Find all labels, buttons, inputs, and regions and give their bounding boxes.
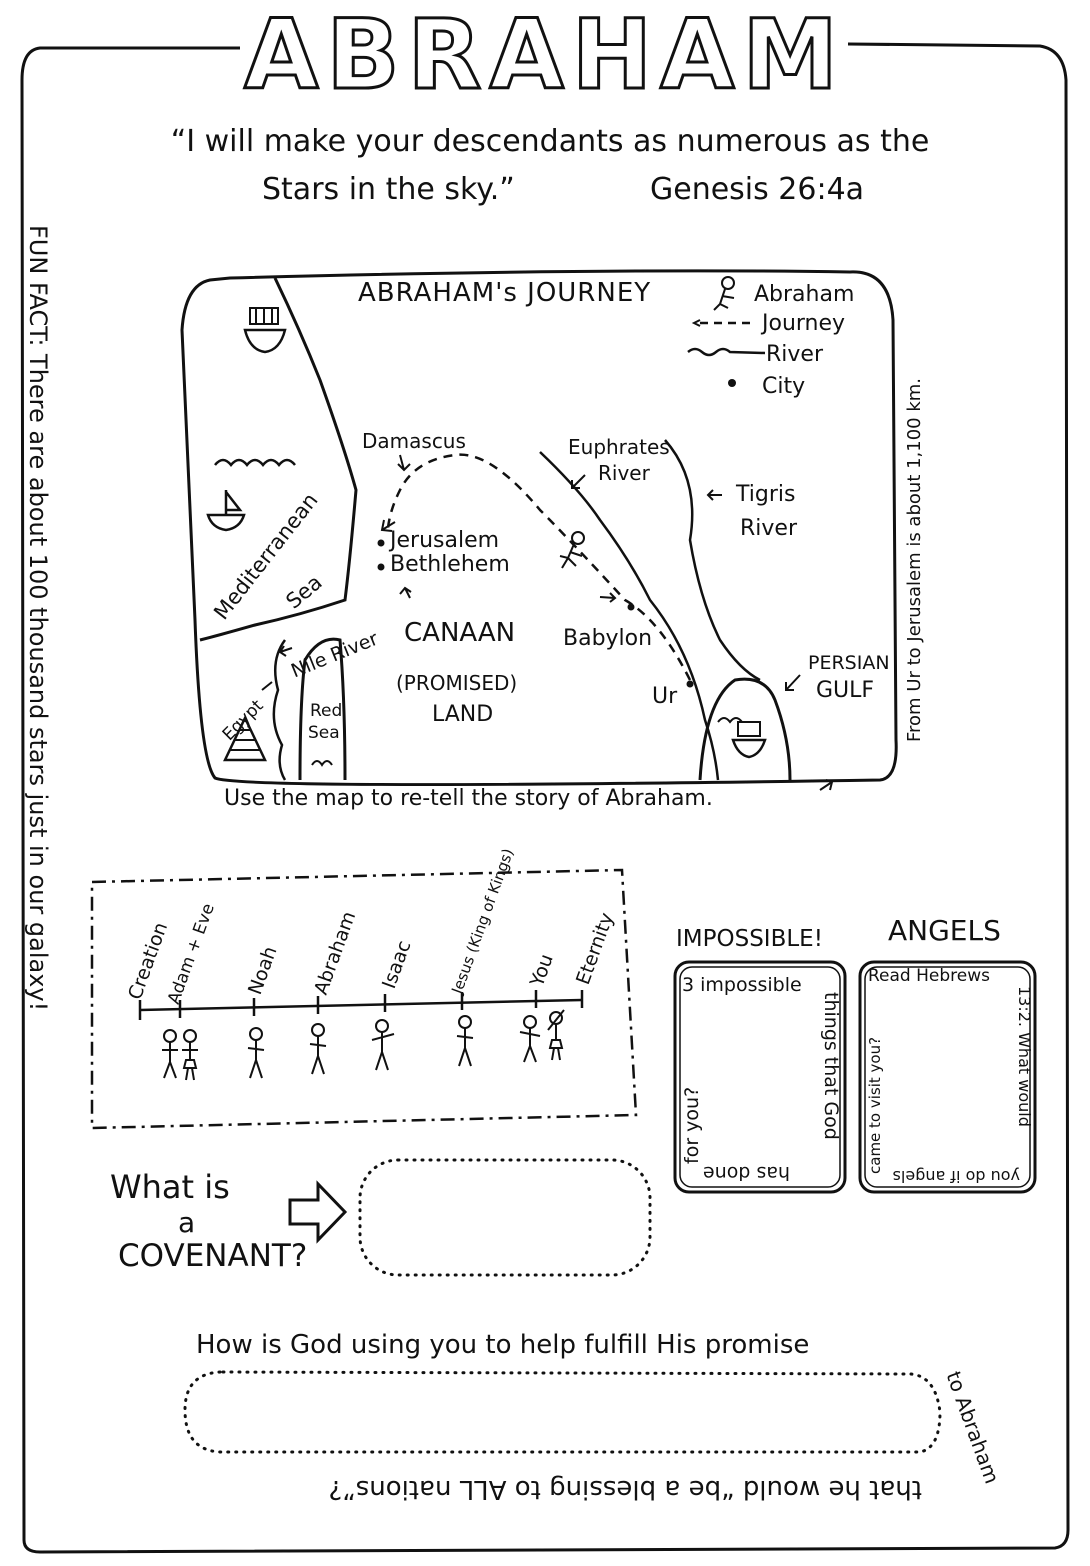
coastline: [199, 277, 358, 642]
babylon-dot: [627, 603, 635, 611]
angels-box: [858, 960, 1037, 1194]
label-red: Red: [310, 701, 343, 721]
impossible-right-text: things that God: [820, 992, 842, 1140]
covenant-line2: a: [178, 1206, 196, 1239]
pyramid-icon: [223, 715, 267, 762]
caption-arrow-icon: [819, 779, 834, 791]
stick-figures-icon: [162, 1009, 565, 1081]
egypt-arrow-icon: [261, 681, 273, 691]
impossible-bottom-text: has done: [702, 1162, 790, 1184]
label-land: LAND: [432, 702, 494, 727]
label-euphrates-1: Euphrates: [568, 435, 670, 459]
tigris-arrow-icon: [706, 489, 722, 501]
label-tigris-1: Tigris: [736, 482, 796, 507]
gulf-arrow-icon: [785, 674, 801, 691]
covenant-answer-box: [358, 1158, 652, 1277]
label-ur: Ur: [652, 684, 678, 709]
nile-arrow-icon: [278, 645, 293, 657]
legend-river: River: [766, 342, 823, 367]
legend-arrow-icon: [691, 319, 701, 327]
covenant-line1: What is: [110, 1168, 230, 1206]
angels-bottom-text: you do if angels: [892, 1167, 1020, 1186]
legend-city-icon: [728, 379, 736, 387]
gulf-ship-icon: [717, 717, 767, 759]
tigris-river-line: [664, 439, 761, 682]
label-jerusalem: Jerusalem: [390, 528, 500, 553]
label-red-sea: Sea: [308, 723, 340, 743]
bible-quote-line1: “I will make your descendants as numerou…: [170, 124, 930, 159]
covenant-arrow-icon: [288, 1180, 348, 1244]
abraham-figure-icon: [559, 531, 585, 569]
damascus-arrow-icon: [397, 454, 411, 472]
jerusalem-dot: [377, 539, 385, 547]
label-euphrates-2: River: [598, 461, 650, 485]
label-gulf: GULF: [816, 678, 875, 703]
angels-top-text: Read Hebrews: [868, 966, 990, 986]
page-title: ABRAHAM: [243, 0, 846, 112]
sailboat-icon: [206, 490, 246, 532]
legend-city: City: [762, 374, 806, 399]
impossible-title: IMPOSSIBLE!: [676, 926, 823, 952]
ship-icon: [243, 307, 287, 354]
red-sea-waves-icon: [311, 760, 333, 767]
legend-river-icon: [687, 347, 766, 357]
map-border: [180, 269, 898, 787]
label-canaan: CANAAN: [404, 618, 516, 648]
covenant-line3: COVENANT?: [118, 1238, 308, 1274]
impossible-top-text: 3 impossible: [682, 974, 802, 996]
timeline-border: [90, 868, 638, 1130]
promise-answer-box: [183, 1370, 942, 1454]
label-promised: (PROMISED): [396, 671, 518, 695]
legend-abraham: Abraham: [754, 282, 855, 307]
bible-quote-line2: Stars in the sky.”: [262, 172, 515, 207]
promise-bottom-text: that he would “be a blessing to ALL nati…: [328, 1474, 922, 1504]
label-damascus: Damascus: [362, 429, 466, 453]
label-babylon: Babylon: [563, 626, 653, 651]
angels-title: ANGELS: [888, 914, 1001, 947]
label-bethlehem: Bethlehem: [390, 552, 510, 577]
sea-waves-icon: [214, 458, 296, 467]
angels-right-text: 13:2. What would: [1015, 986, 1034, 1127]
timeline-axis: [139, 998, 583, 1012]
legend-journey: Journey: [762, 311, 846, 336]
babylon-arrow-icon: [599, 592, 617, 603]
label-tigris-2: River: [740, 516, 797, 541]
persian-gulf-shore: [698, 677, 792, 781]
map-caption: Use the map to re-tell the story of Abra…: [224, 786, 713, 811]
red-sea-shore: [298, 637, 347, 781]
promise-top-text: How is God using you to help fulfill His…: [196, 1330, 810, 1360]
euphrates-arrow-icon: [571, 474, 586, 489]
ur-dot: [686, 680, 694, 688]
journey-path: [386, 453, 692, 681]
bible-reference: Genesis 26:4a: [650, 172, 865, 207]
impossible-left-text: for you?: [681, 1086, 703, 1164]
label-persian: PERSIAN: [808, 652, 890, 674]
map-title: ABRAHAM's JOURNEY: [358, 278, 652, 308]
nile-river-line: [272, 639, 287, 781]
bethlehem-dot: [377, 563, 385, 571]
angels-left-text: came to visit you?: [866, 1036, 884, 1174]
jerusalem-arrow-icon: [380, 519, 396, 532]
legend-abraham-icon: [713, 276, 735, 311]
impossible-box: [673, 960, 847, 1194]
canaan-arrow-icon: [399, 586, 412, 599]
